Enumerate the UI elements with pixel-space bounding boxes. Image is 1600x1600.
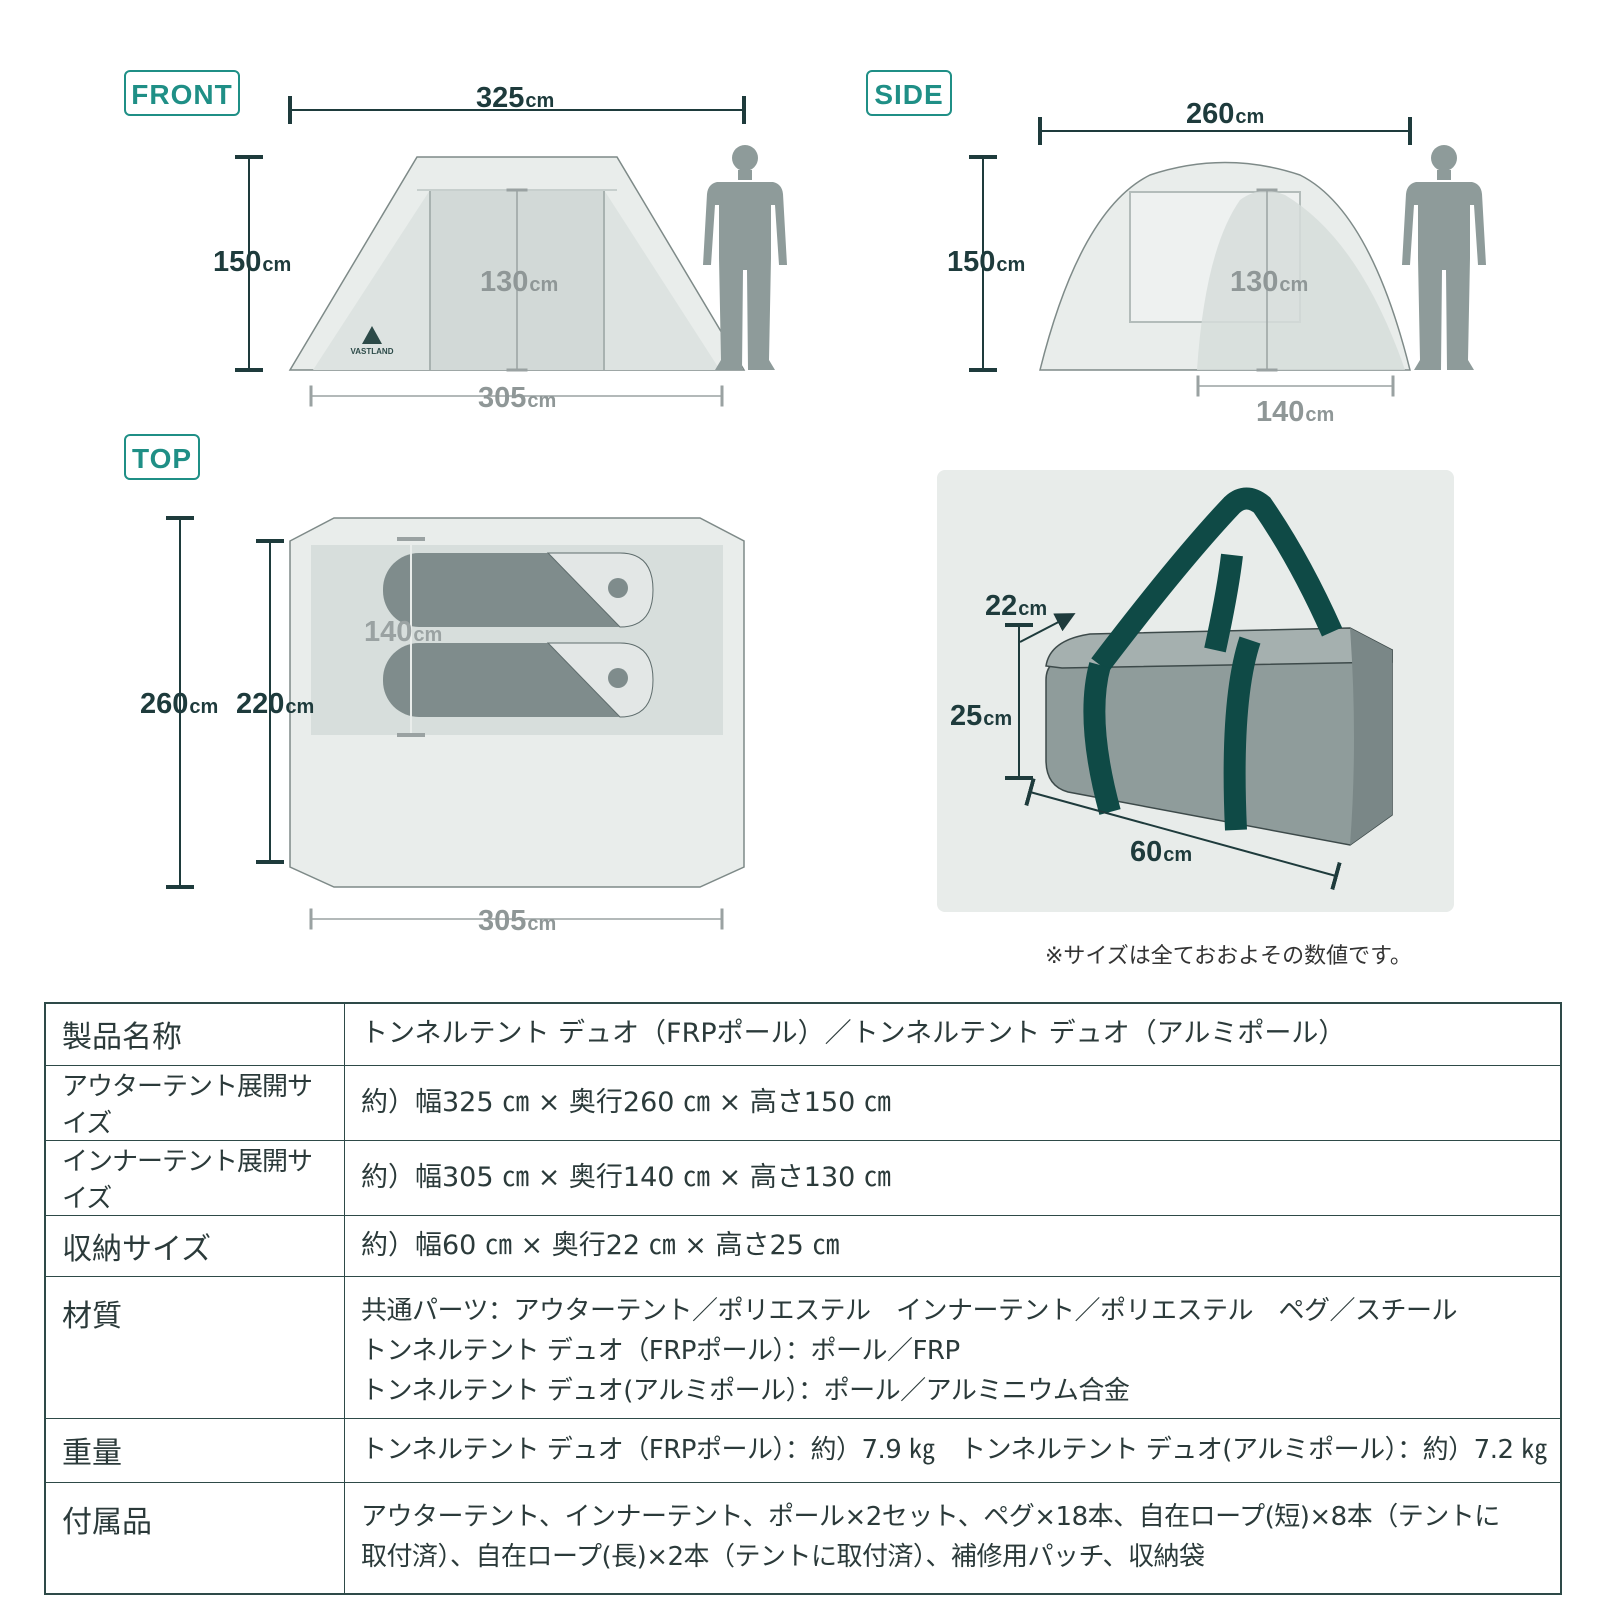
- spec-row-storage-size: 収納サイズ 約）幅60 ㎝ × 奥行22 ㎝ × 高さ25 ㎝: [44, 1214, 1562, 1277]
- side-inner-height-value: 130: [1230, 266, 1279, 298]
- spec-line: トンネルテント デュオ（FRPポール）：約）7.9 ㎏ トンネルテント デュオ(…: [361, 1435, 1547, 1465]
- spec-line: 約）幅60 ㎝ × 奥行22 ㎝ × 高さ25 ㎝: [361, 1229, 840, 1261]
- top-view: [166, 516, 745, 930]
- unit-label: cm: [262, 254, 292, 276]
- bag-depth-dimension: 22cm: [985, 590, 1047, 623]
- spec-line: 約）幅325 ㎝ × 奥行260 ㎝ × 高さ150 ㎝: [361, 1086, 891, 1118]
- front-inner-height-dimension: 130cm: [480, 266, 558, 299]
- spec-value: 約）幅305 ㎝ × 奥行140 ㎝ × 高さ130 ㎝: [344, 1139, 1562, 1216]
- unit-label: cm: [189, 696, 219, 718]
- unit-label: cm: [529, 274, 559, 296]
- spec-label: 収納サイズ: [44, 1214, 345, 1277]
- spec-label: 製品名称: [44, 1002, 345, 1066]
- spec-value: 共通パーツ：アウターテント／ポリエステル インナーテント／ポリエステル ペグ／ス…: [344, 1275, 1562, 1419]
- unit-label: cm: [983, 708, 1013, 730]
- side-view-label: SIDE: [866, 70, 952, 116]
- spec-value: アウターテント、インナーテント、ポール×2セット、ペグ×18本、自在ロープ(短)…: [344, 1481, 1562, 1595]
- side-view: [969, 117, 1486, 397]
- unit-label: cm: [527, 390, 557, 412]
- bag-height-dimension: 25cm: [950, 700, 1012, 733]
- spec-line: トンネルテント デュオ(アルミポール）：ポール／アルミニウム合金: [361, 1375, 1130, 1406]
- spec-value: 約）幅60 ㎝ × 奥行22 ㎝ × 高さ25 ㎝: [344, 1214, 1562, 1277]
- bag-depth-value: 22: [985, 590, 1018, 622]
- front-inner-width-value: 305: [478, 382, 527, 414]
- sleeping-bag-lower: [383, 642, 654, 718]
- approximate-size-note: ※サイズは全ておおよその数値です。: [1045, 944, 1412, 969]
- top-view-label: TOP: [124, 434, 200, 480]
- side-height-value: 150: [947, 246, 996, 278]
- top-outer-depth-value: 260: [140, 688, 189, 720]
- bag-length-dimension: 60cm: [1130, 836, 1192, 869]
- side-inner-depth-value: 140: [1256, 396, 1305, 428]
- spec-label: 重量: [44, 1417, 345, 1483]
- front-width-dimension: 325cm: [476, 82, 554, 115]
- brand-logo: VASTLAND: [351, 326, 394, 356]
- spec-row-product-name: 製品名称 トンネルテント デュオ（FRPポール）／トンネルテント デュオ（アルミ…: [44, 1002, 1562, 1066]
- side-depth-value: 260: [1186, 98, 1235, 130]
- bag-length-value: 60: [1130, 836, 1163, 868]
- spec-line: 取付済）、自在ロープ(長)×2本（テントに取付済）、補修用パッチ、収納袋: [361, 1541, 1205, 1572]
- spec-label: インナーテント展開サイズ: [44, 1139, 345, 1216]
- spec-table: 製品名称 トンネルテント デュオ（FRPポール）／トンネルテント デュオ（アルミ…: [44, 1002, 1562, 1595]
- front-inner-width-dimension: 305cm: [478, 382, 556, 415]
- unit-label: cm: [1279, 274, 1309, 296]
- spec-row-accessories: 付属品 アウターテント、インナーテント、ポール×2セット、ペグ×18本、自在ロー…: [44, 1481, 1562, 1595]
- spec-label: アウターテント展開サイズ: [44, 1064, 345, 1141]
- top-inner-span-dimension: 220cm: [236, 688, 314, 721]
- person-silhouette-side: [1402, 145, 1486, 370]
- dimension-diagram: VASTLAND: [124, 70, 1486, 969]
- top-outer-depth-dimension: 260cm: [140, 688, 218, 721]
- side-height-dimension: 150cm: [947, 246, 1025, 279]
- unit-label: cm: [1305, 404, 1335, 426]
- storage-bag-panel: [937, 470, 1454, 912]
- spec-row-outer-size: アウターテント展開サイズ 約）幅325 ㎝ × 奥行260 ㎝ × 高さ150 …: [44, 1064, 1562, 1141]
- spec-line: アウターテント、インナーテント、ポール×2セット、ペグ×18本、自在ロープ(短)…: [361, 1501, 1500, 1532]
- side-inner-height-dimension: 130cm: [1230, 266, 1308, 299]
- spec-line: 共通パーツ：アウターテント／ポリエステル インナーテント／ポリエステル ペグ／ス…: [361, 1295, 1457, 1326]
- top-inner-span-value: 220: [236, 688, 285, 720]
- spec-row-inner-size: インナーテント展開サイズ 約）幅305 ㎝ × 奥行140 ㎝ × 高さ130 …: [44, 1139, 1562, 1216]
- spec-line: 約）幅305 ㎝ × 奥行140 ㎝ × 高さ130 ㎝: [361, 1161, 891, 1193]
- spec-label: 付属品: [44, 1481, 345, 1595]
- spec-value: 約）幅325 ㎝ × 奥行260 ㎝ × 高さ150 ㎝: [344, 1064, 1562, 1141]
- front-height-dimension: 150cm: [213, 246, 291, 279]
- unit-label: cm: [996, 254, 1026, 276]
- side-depth-dimension: 260cm: [1186, 98, 1264, 131]
- spec-label: 材質: [44, 1275, 345, 1419]
- front-width-value: 325: [476, 82, 525, 114]
- diagram-canvas: VASTLAND: [166, 96, 1486, 930]
- unit-label: cm: [1163, 844, 1193, 866]
- sleeping-bag-upper: [383, 552, 654, 628]
- top-width-dimension: 305cm: [478, 905, 556, 938]
- top-inner-depth-value: 140: [364, 616, 413, 648]
- top-width-value: 305: [478, 905, 527, 937]
- side-inner-depth-dimension: 140cm: [1256, 396, 1334, 429]
- front-view: VASTLAND: [235, 96, 787, 407]
- spec-value: トンネルテント デュオ（FRPポール）：約）7.9 ㎏ トンネルテント デュオ(…: [344, 1417, 1562, 1483]
- front-height-value: 150: [213, 246, 262, 278]
- spec-row-material: 材質 共通パーツ：アウターテント／ポリエステル インナーテント／ポリエステル ペ…: [44, 1275, 1562, 1419]
- unit-label: cm: [1018, 598, 1048, 620]
- unit-label: cm: [527, 913, 557, 935]
- spec-row-weight: 重量 トンネルテント デュオ（FRPポール）：約）7.9 ㎏ トンネルテント デ…: [44, 1417, 1562, 1483]
- front-view-label: FRONT: [124, 70, 240, 116]
- brand-name: VASTLAND: [351, 347, 394, 356]
- spec-line: トンネルテント デュオ（FRPポール）：ポール／FRP: [361, 1335, 960, 1366]
- unit-label: cm: [285, 696, 315, 718]
- unit-label: cm: [525, 90, 555, 112]
- spec-value: トンネルテント デュオ（FRPポール）／トンネルテント デュオ（アルミポール）: [344, 1002, 1562, 1066]
- unit-label: cm: [1235, 106, 1265, 128]
- bag-height-value: 25: [950, 700, 983, 732]
- unit-label: cm: [413, 624, 443, 646]
- front-inner-height-value: 130: [480, 266, 529, 298]
- spec-line: トンネルテント デュオ（FRPポール）／トンネルテント デュオ（アルミポール）: [361, 1018, 1346, 1050]
- top-inner-depth-dimension: 140cm: [364, 616, 442, 649]
